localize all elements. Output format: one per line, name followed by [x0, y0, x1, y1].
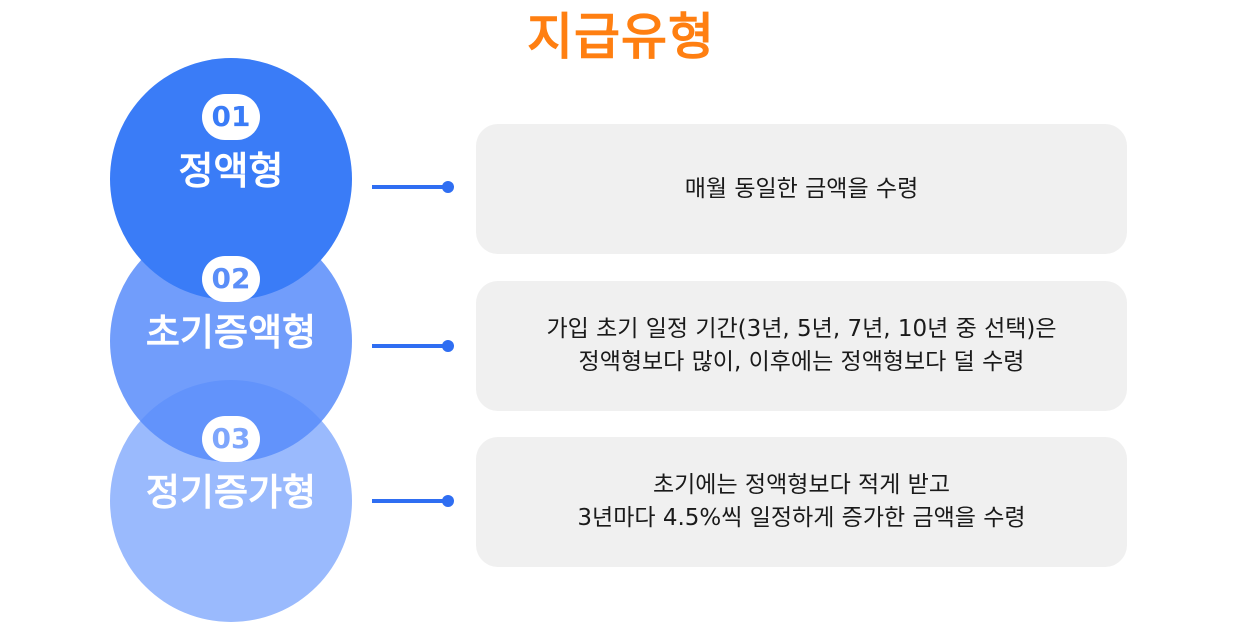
description-line: 정액형보다 많이, 이후에는 정액형보다 덜 수령 [578, 349, 1025, 375]
step-number-badge: 01 [202, 94, 260, 140]
step-name: 정액형 [178, 149, 284, 193]
connector-line [372, 344, 448, 348]
connector-line [372, 185, 448, 189]
step-1-header: 01 정액형 [110, 94, 352, 198]
step-number-badge: 03 [202, 416, 260, 462]
connector-dot [442, 340, 454, 352]
description-line: 초기에는 정액형보다 적게 받고 [652, 472, 950, 498]
description-card-2: 가입 초기 일정 기간(3년, 5년, 7년, 10년 중 선택)은 정액형보다… [476, 281, 1127, 411]
step-2-header: 02 초기증액형 [110, 256, 352, 360]
description-line: 가입 초기 일정 기간(3년, 5년, 7년, 10년 중 선택)은 [546, 316, 1057, 342]
connector-dot [442, 181, 454, 193]
connector-1 [372, 180, 454, 194]
step-3-header: 03 정기증가형 [110, 416, 352, 520]
connector-3 [372, 494, 454, 508]
description-line: 3년마다 4.5%씩 일정하게 증가한 금액을 수령 [577, 505, 1026, 531]
connector-dot [442, 495, 454, 507]
step-number-badge: 02 [202, 256, 260, 302]
description-line: 매월 동일한 금액을 수령 [684, 175, 919, 202]
description-card-3: 초기에는 정액형보다 적게 받고 3년마다 4.5%씩 일정하게 증가한 금액을… [476, 437, 1127, 567]
step-name: 초기증액형 [145, 311, 317, 354]
description-card-1: 매월 동일한 금액을 수령 [476, 124, 1127, 254]
connector-line [372, 499, 448, 503]
page-title: 지급유형 [527, 8, 715, 66]
step-name: 정기증가형 [145, 471, 317, 514]
connector-2 [372, 339, 454, 353]
